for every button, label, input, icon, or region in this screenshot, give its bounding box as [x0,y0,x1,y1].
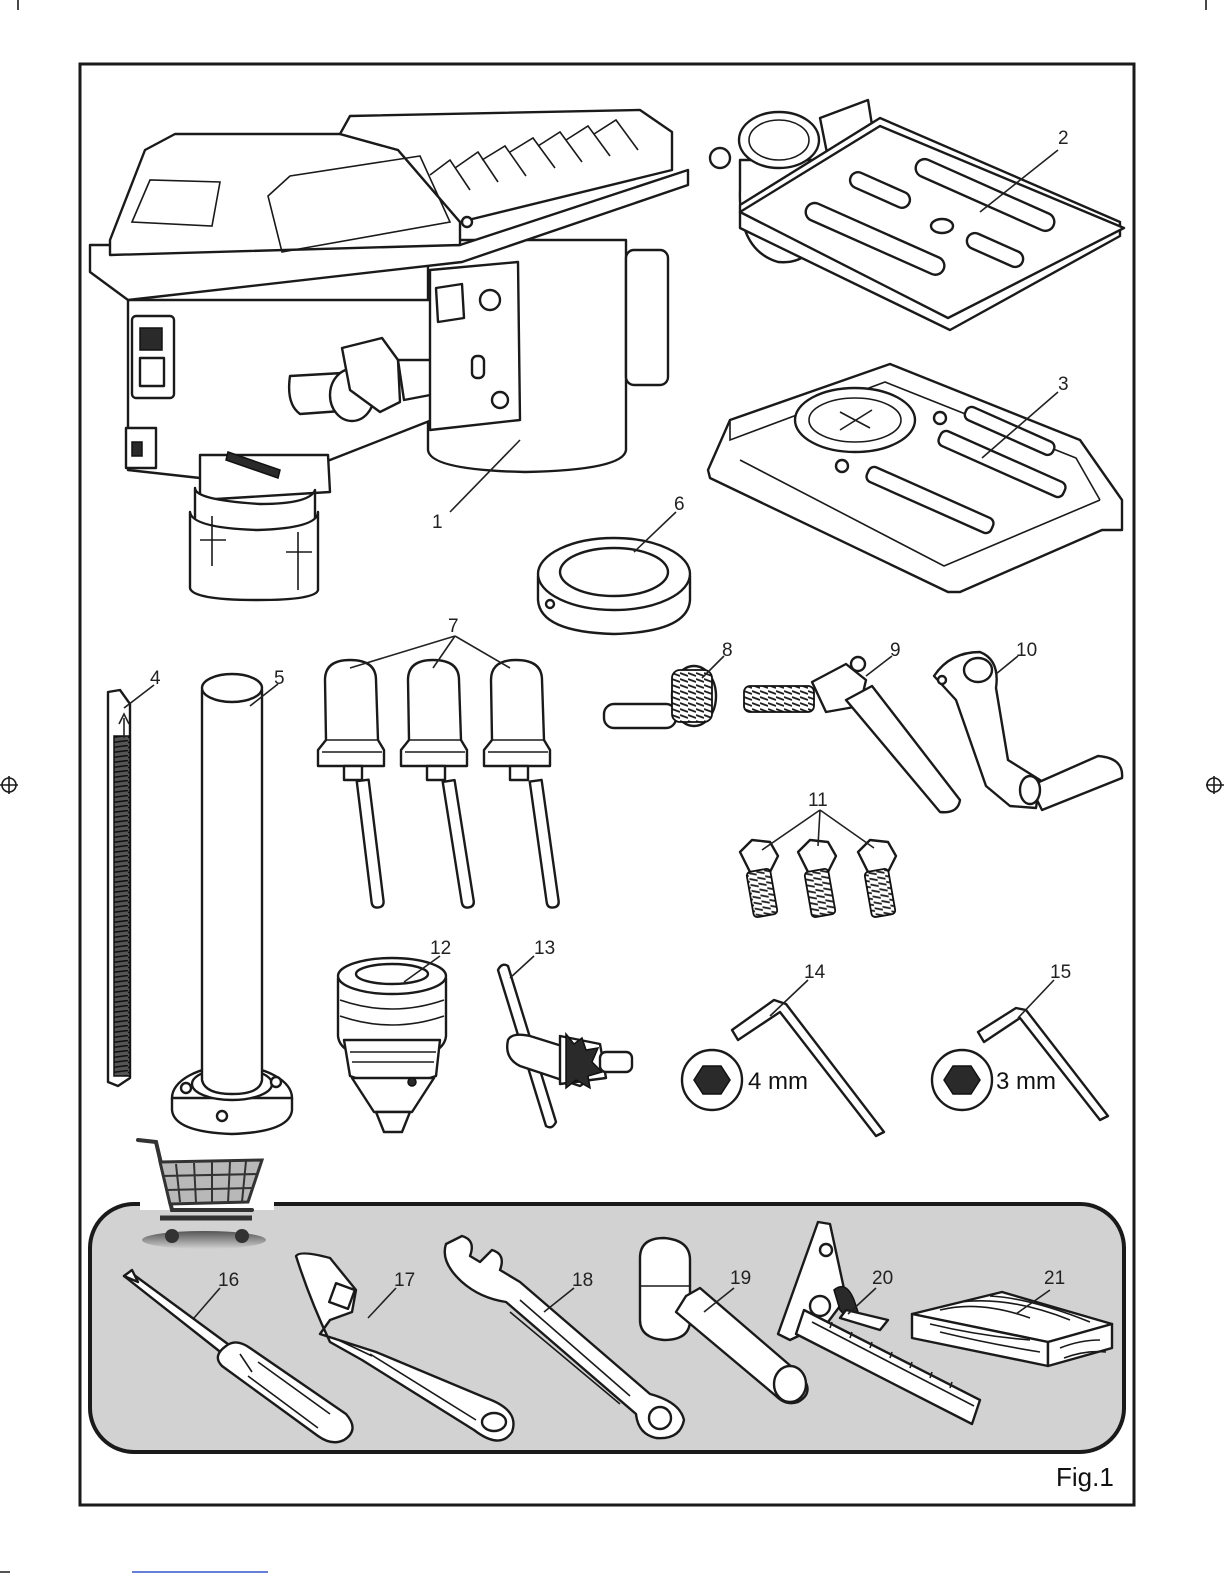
part-10-crank-handle [934,652,1122,810]
label-tool-19: 19 [730,1268,751,1289]
label-part-7: 7 [448,616,459,637]
label-part-2: 2 [1058,128,1069,149]
label-part-11: 11 [808,790,828,811]
part-15-hex-key-3mm: 3 mm [932,1008,1108,1120]
label-part-9: 9 [890,640,901,661]
label-part-8: 8 [722,640,733,661]
label-part-13: 13 [534,938,555,959]
part-14-hex-key-4mm: 4 mm [682,1000,884,1136]
part-6-collar-ring [538,538,690,634]
part-7-feed-handles [318,660,559,908]
label-part-6: 6 [674,494,685,515]
label-part-14: 14 [804,962,826,983]
label-tool-17: 17 [394,1270,415,1291]
part-13-chuck-key [498,965,632,1128]
figure-label: Fig.1 [1056,1462,1114,1492]
label-part-15: 15 [1050,962,1071,983]
label-tool-16: 16 [218,1270,239,1291]
part-9-locking-handle [744,657,960,812]
label-tool-21: 21 [1044,1268,1065,1289]
part-11-bolts [740,840,896,918]
part-3-base [708,364,1122,592]
label-part-1: 1 [432,512,443,533]
label-tool-18: 18 [572,1270,593,1291]
hex-key-size-label-3mm: 3 mm [996,1068,1056,1095]
part-1-drill-head [90,110,688,600]
label-part-10: 10 [1016,640,1037,661]
part-12-drill-chuck [338,958,446,1132]
label-part-4: 4 [150,668,161,689]
label-tool-20: 20 [872,1268,893,1289]
part-8-pinion-shaft [604,666,716,728]
part-4-rack [108,690,130,1086]
label-part-3: 3 [1058,374,1069,395]
label-part-5: 5 [274,668,285,689]
part-5-column [172,674,292,1134]
hex-key-size-label-4mm: 4 mm [748,1068,808,1095]
label-part-12: 12 [430,938,451,959]
